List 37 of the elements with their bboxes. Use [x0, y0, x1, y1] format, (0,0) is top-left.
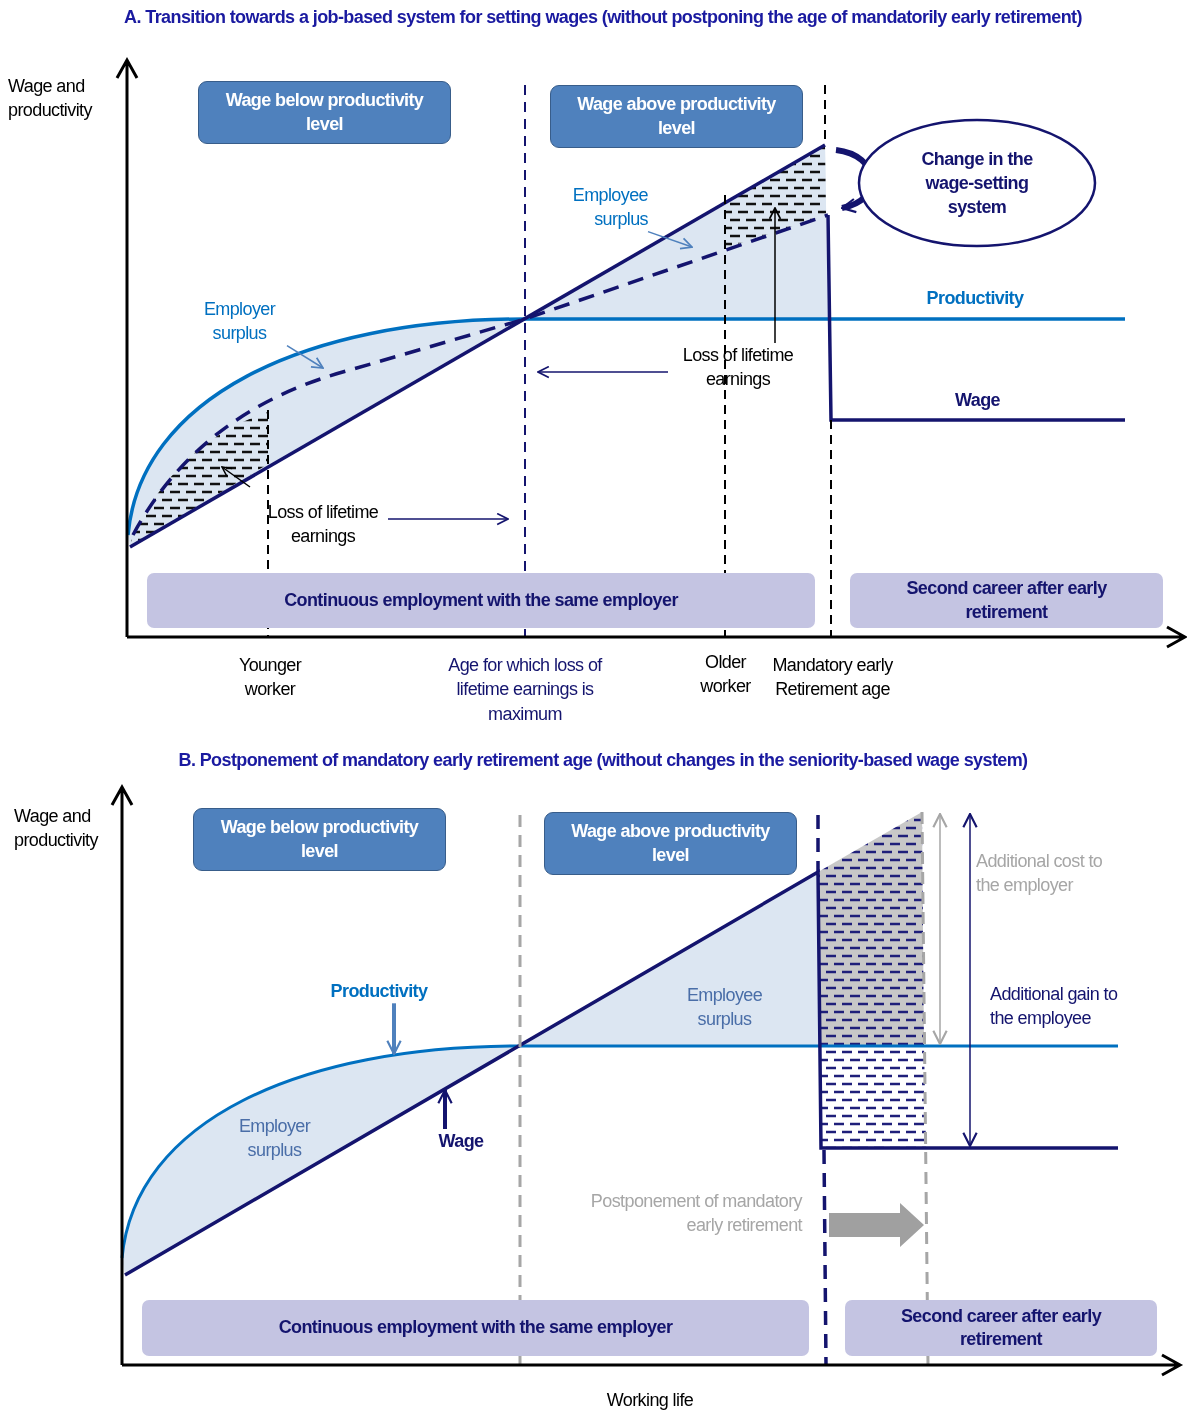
label-box: Wage below productivity level	[198, 81, 451, 144]
annotation-text: Additional cost to the employer	[976, 850, 1104, 898]
annotation-text: Mandatory early Retirement age	[771, 654, 894, 702]
timeline-band: Second career after early retirement	[850, 573, 1163, 628]
annotation-text: Postponement of mandatory early retirement	[589, 1190, 802, 1238]
annotation-text: Productivity	[925, 287, 1025, 310]
annotation-text: Age for which loss of lifetime earnings is maximum	[447, 654, 604, 726]
label-box: Wage below productivity level	[193, 808, 446, 871]
annotation-text: Employee surplus	[685, 984, 764, 1032]
label-box: Wage above productivity level	[550, 85, 803, 148]
leader-arrow	[286, 344, 324, 369]
annotation-text: Additional gain to the employee	[990, 983, 1119, 1031]
leader-arrow	[386, 1003, 402, 1056]
leader-arrow	[537, 365, 669, 379]
leader-arrow	[647, 230, 693, 250]
annotation-text: Employer surplus	[237, 1115, 312, 1163]
timeline-band: Second career after early retirement	[845, 1300, 1157, 1356]
axis-label: Wage and productivity	[8, 75, 94, 123]
annotation-text: Productivity	[320, 979, 438, 1004]
annotation-text: Wage	[430, 1129, 492, 1154]
annotation-text: Younger worker	[237, 654, 303, 702]
axis-label: Wage and productivity	[14, 805, 100, 853]
annotation-text: Older worker	[699, 651, 752, 699]
leader-arrow	[437, 1088, 453, 1129]
annotation-text: Employer surplus	[192, 297, 287, 346]
annotation-text: Loss of lifetime earnings	[258, 500, 388, 549]
timeline-band: Continuous employment with the same employer	[147, 573, 815, 628]
label-box: Wage above productivity level	[544, 812, 797, 875]
panel-title: B. Postponement of mandatory early retirement age (without changes in the seniority-based wage system)	[177, 749, 1029, 772]
panel-title: A. Transition towards a job-based system for setting wages (without postponing the age of mandatorily early retirement)	[123, 6, 1083, 29]
axis-label: Working life	[605, 1389, 695, 1412]
leader-arrow	[387, 512, 509, 526]
oval-callout: Change in the wage-setting system	[857, 118, 1097, 248]
annotation-text: Wage	[954, 389, 1001, 412]
timeline-band: Continuous employment with the same employer	[142, 1300, 809, 1356]
leader-arrow	[768, 207, 782, 344]
annotation-text: Employee surplus	[548, 183, 648, 232]
